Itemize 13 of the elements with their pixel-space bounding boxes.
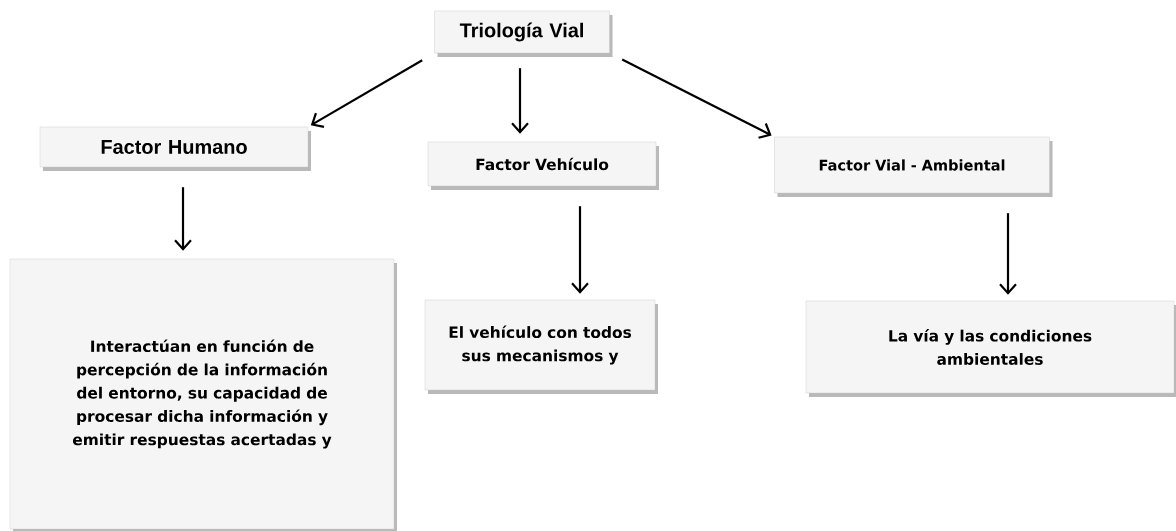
arrow bbox=[999, 213, 1017, 295]
arrow bbox=[621, 58, 772, 139]
bevel-box: Interactúan en función de percepción de la información del entorno, su capacidad de procesar dicha información y emitir respuestas acertadas y bbox=[9, 258, 397, 531]
bevel-box: Triología Vial bbox=[434, 10, 613, 57]
bevel-box: Factor Vial - Ambiental bbox=[774, 136, 1053, 197]
arrow bbox=[174, 187, 192, 251]
arrow bbox=[511, 68, 529, 134]
bevel-box: La vía y las condiciones ambientales bbox=[805, 300, 1176, 397]
bevel-box: Factor Vehículo bbox=[427, 141, 659, 190]
arrow bbox=[310, 59, 423, 128]
bevel-box: Factor Humano bbox=[39, 126, 311, 171]
arrow bbox=[571, 206, 589, 294]
bevel-box: El vehículo con todos sus mecanismos y bbox=[424, 299, 658, 394]
